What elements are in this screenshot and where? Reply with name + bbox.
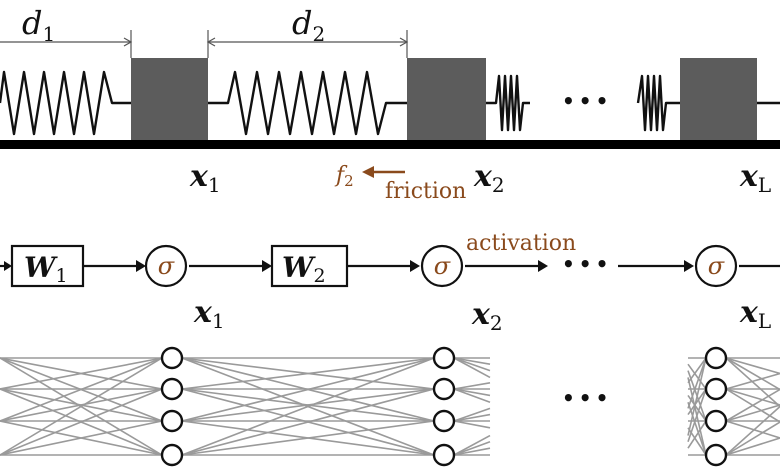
edge-lastout-3-0 bbox=[725, 405, 780, 456]
edge-mid-3-0 bbox=[181, 357, 435, 456]
ground-line bbox=[0, 140, 780, 149]
activation-symbol-L: σ bbox=[708, 252, 725, 280]
edge-lastout-0-1 bbox=[725, 357, 780, 375]
edge-mid-2-0 bbox=[181, 357, 435, 422]
neuron-layerL-3 bbox=[704, 443, 728, 467]
distance-label-d1: d1 bbox=[22, 4, 55, 46]
neuron-layerL-2 bbox=[704, 409, 728, 433]
friction-symbol: f2 bbox=[334, 163, 354, 190]
edge-in-2-1 bbox=[0, 388, 163, 422]
neuron-layer2-2 bbox=[432, 409, 456, 433]
edge-lastout-0-2 bbox=[725, 357, 780, 391]
edge-mid-3-2 bbox=[181, 420, 435, 456]
weight-label-w2: W2 bbox=[282, 251, 326, 287]
edge-lastout-3-2 bbox=[725, 437, 780, 456]
output-label-x2: x2 bbox=[471, 297, 503, 335]
spring-4-compressed bbox=[636, 74, 680, 132]
edge-out-0-1 bbox=[453, 357, 491, 365]
spring-2 bbox=[208, 70, 407, 136]
edge-lastout-2-1 bbox=[725, 404, 780, 422]
edge-lastin-0-1 bbox=[687, 363, 707, 390]
edge-out-0-2 bbox=[453, 357, 491, 372]
activation-symbol-1: σ bbox=[158, 252, 175, 280]
position-label-x2: x2 bbox=[473, 159, 505, 197]
edge-in-3-2 bbox=[0, 420, 163, 456]
neuron-layer2-3 bbox=[432, 443, 456, 467]
neuron-layer2-1 bbox=[432, 377, 456, 401]
activation-node-L bbox=[694, 244, 738, 288]
edge-lastout-1-0 bbox=[725, 372, 780, 390]
edge-out-2-0 bbox=[453, 407, 491, 422]
edge-in-3-0 bbox=[0, 357, 163, 456]
weight-box-w1 bbox=[10, 244, 85, 288]
edge-lastout-1-2 bbox=[725, 388, 780, 406]
layer-nodes bbox=[160, 346, 728, 467]
mass-block-2 bbox=[407, 58, 486, 141]
output-label-x1: x1 bbox=[193, 295, 225, 333]
activation-label: activation bbox=[466, 231, 576, 256]
neuron-layer1-1 bbox=[160, 377, 184, 401]
mass-block-L bbox=[680, 58, 757, 141]
edge-lastin-3-0 bbox=[687, 357, 707, 436]
edge-out-1-3 bbox=[453, 388, 491, 403]
activation-node-1 bbox=[144, 244, 188, 288]
edge-out-3-2 bbox=[453, 447, 491, 456]
edge-out-3-1 bbox=[453, 441, 491, 456]
activation-symbol-2: σ bbox=[434, 252, 451, 280]
neuron-layer1-2 bbox=[160, 409, 184, 433]
edge-mid-3-1 bbox=[181, 388, 435, 456]
neuron-layer1-3 bbox=[160, 443, 184, 467]
edge-lastout-2-3 bbox=[725, 420, 780, 439]
distance-marker-d1 bbox=[0, 30, 133, 58]
edge-lastout-0-3 bbox=[725, 357, 780, 408]
layers-ellipsis: ••• bbox=[562, 386, 612, 410]
position-label-xL: xL bbox=[739, 159, 771, 197]
edge-mid-2-1 bbox=[181, 388, 435, 422]
edge-out-0-3 bbox=[453, 357, 491, 379]
friction-arrow bbox=[362, 166, 405, 178]
edge-lastin-1-0 bbox=[687, 357, 707, 384]
distance-marker-d2 bbox=[206, 30, 409, 58]
spring-1 bbox=[0, 70, 131, 136]
edge-out-1-2 bbox=[453, 388, 491, 397]
network-ellipsis: ••• bbox=[562, 252, 612, 276]
edge-mid-1-0 bbox=[181, 357, 435, 390]
edge-lastin-2-0 bbox=[687, 357, 707, 409]
weight-label-w1: W1 bbox=[24, 251, 68, 287]
mass-block-1 bbox=[131, 58, 208, 141]
distance-label-d2: d2 bbox=[292, 4, 325, 46]
edge-in-1-0 bbox=[0, 357, 163, 390]
edge-in-2-0 bbox=[0, 357, 163, 422]
output-label-xL: xL bbox=[739, 295, 771, 333]
edge-out-3-0 bbox=[453, 434, 491, 456]
edge-lastin-3-2 bbox=[687, 420, 707, 449]
layer-edges bbox=[0, 357, 780, 456]
network-row: W1 W2 σ σ σ activation ••• x1 x2 xL bbox=[0, 231, 780, 335]
edge-out-1-0 bbox=[453, 382, 491, 390]
activation-node-2 bbox=[420, 244, 464, 288]
weight-box-w2 bbox=[270, 244, 349, 288]
position-label-x1: x1 bbox=[189, 159, 221, 197]
spring-mass-row: d1 d2 ••• x1 x2 bbox=[0, 4, 780, 204]
neuron-layer2-0 bbox=[432, 346, 456, 370]
spring-ellipsis: ••• bbox=[562, 89, 612, 113]
edge-out-2-3 bbox=[453, 420, 491, 429]
edge-in-3-1 bbox=[0, 388, 163, 456]
neuron-layerL-1 bbox=[704, 377, 728, 401]
edge-lastout-2-0 bbox=[725, 388, 780, 422]
friction-label: friction bbox=[385, 179, 466, 204]
layers-row: ••• bbox=[0, 346, 780, 467]
neuron-layerL-0 bbox=[704, 346, 728, 370]
edge-out-2-1 bbox=[453, 413, 491, 422]
edge-lastout-3-1 bbox=[725, 421, 780, 456]
edge-lastin-3-1 bbox=[687, 388, 707, 443]
edge-lastin-2-1 bbox=[687, 388, 707, 416]
neuron-layer1-0 bbox=[160, 346, 184, 370]
spring-3-compressed bbox=[486, 74, 530, 132]
